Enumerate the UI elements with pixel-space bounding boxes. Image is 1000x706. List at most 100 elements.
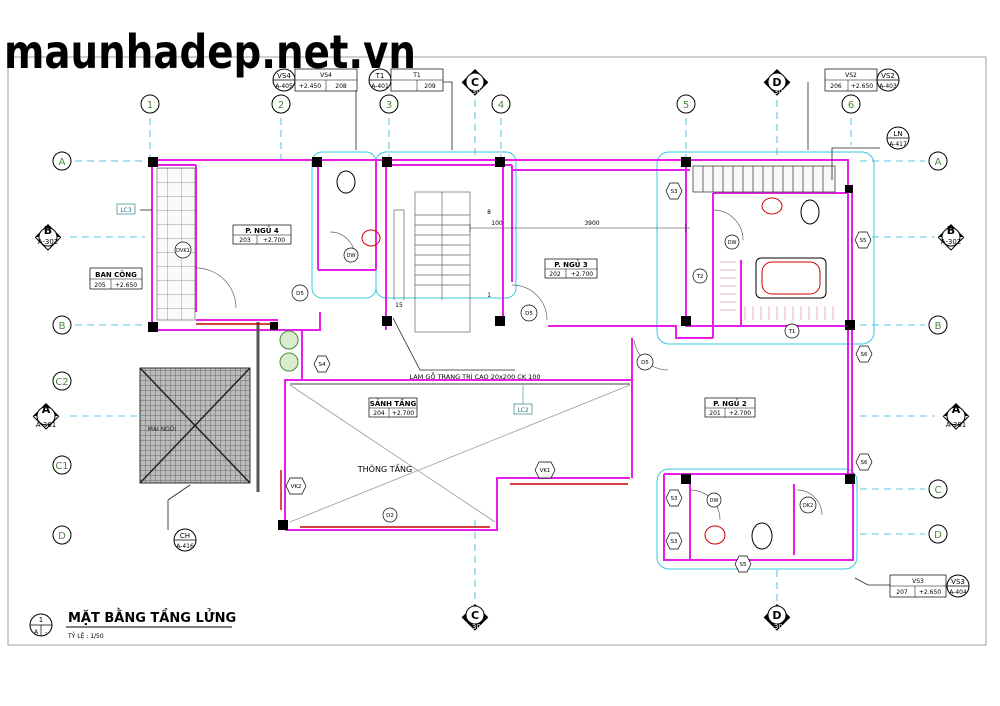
grid-row-a-right: A [928, 151, 948, 171]
room-tag-ngu3: P. NGỦ 3 202 +2.700 [544, 258, 598, 279]
tag-s5-b: S5 [740, 562, 747, 568]
tag-s6-a: S6 [861, 352, 868, 358]
detail-tag-ln: LN A-417 [886, 126, 910, 150]
grid-row-c1-label: C1 [55, 461, 68, 472]
room-ngu2-level: +2.700 [729, 410, 751, 417]
grid-row-b-right-label: B [935, 321, 942, 332]
room-sanh-name: SẢNH TẦNG [370, 398, 417, 408]
t1-name: T1 [375, 72, 385, 80]
vs3-code: 207 [896, 589, 908, 596]
t1-code: 209 [424, 83, 436, 90]
room-bancong-level: +2.650 [115, 282, 137, 289]
window-tag-s3-b: S3 [665, 489, 683, 507]
grid-row-c1-left: C1 [52, 455, 72, 475]
drawing-scale: TỶ LỆ : 1/50 [67, 632, 104, 640]
section-marker-b-left: B A-302 [34, 224, 62, 251]
room-bancong-name: BAN CÔNG [95, 270, 137, 279]
section-d-bottom-ref: A-304 [767, 623, 788, 631]
detail-tag-t1: T1 A-401 T1 209 [368, 68, 444, 92]
section-a-left-ref: A-301 [36, 421, 57, 429]
tag-d2: D2 [382, 507, 398, 523]
grid-row-b-right: B [928, 315, 948, 335]
tag-t2-label: T2 [696, 274, 704, 280]
section-d-bottom-letter: D [772, 609, 781, 622]
detail-tag-ch: CH A-416 [173, 528, 197, 552]
window-tag-s5-b: S5 [734, 555, 752, 573]
vs4-code: 208 [335, 83, 347, 90]
ln-ref: A-417 [889, 141, 907, 148]
grid-row-b-label: B [59, 321, 66, 332]
tag-vk2: VK2 [285, 477, 307, 495]
grid-row-a-right-label: A [935, 157, 942, 168]
ln-name: LN [893, 130, 902, 138]
detail-tag-vs2: VS2 206 +2.650 VS2 A-403 [824, 68, 900, 92]
vs4-name: VS4 [277, 72, 291, 80]
vs3-ref: A-404 [949, 589, 967, 596]
window-frames [196, 323, 628, 528]
section-c-bottom-ref: A-303 [465, 623, 486, 631]
detail-tag-vs4: VS4 A-405 VS4 +2.450 208 [272, 68, 358, 92]
stair-step-1: 1 [487, 292, 491, 299]
room-ngu4-code: 203 [239, 237, 251, 244]
tag-dw-2-label: DW [728, 240, 737, 246]
room-ngu3-code: 202 [549, 271, 561, 278]
tag-t1-room: T1 [784, 323, 800, 339]
tile-roof [139, 367, 251, 484]
staircase [393, 191, 471, 333]
vs2-level: +2.650 [851, 83, 873, 90]
room-tag-sanh-tang: SẢNH TẦNG 204 +2.700 [368, 397, 418, 418]
detail-tag-vs3: VS3 207 +2.650 VS3 A-404 [889, 574, 970, 598]
ch-ref: A-416 [176, 543, 194, 550]
void-diagonals [289, 384, 631, 523]
t1-ref: A-401 [371, 83, 389, 90]
grid-row-d-label: D [58, 531, 66, 542]
dimension-line [469, 224, 690, 232]
walls [151, 159, 854, 561]
section-a-left-letter: A [42, 403, 51, 416]
tag-dvk1: DVK1 [176, 248, 190, 254]
section-b-left-ref: A-302 [38, 238, 59, 246]
tag-s3-a: S3 [671, 189, 678, 195]
grid-row-b-left: B [52, 315, 72, 335]
sanitary-fixtures [336, 170, 827, 550]
section-marker-a-right: A A-301 [942, 403, 970, 430]
lc3-label: LC3 [120, 207, 132, 214]
tag-vk1-label: VK1 [540, 468, 551, 474]
room-tag-ngu4: P. NGỦ 4 203 +2.700 [232, 224, 292, 245]
section-a-right-letter: A [952, 403, 961, 416]
title-sheet-ref: A [34, 629, 39, 636]
stair-step-15: 15 [395, 302, 403, 309]
tag-d5-a: D5 [296, 291, 304, 297]
room-tag-ban-cong: BAN CÔNG 205 +2.650 [89, 267, 143, 290]
tag-vk1: VK1 [534, 461, 556, 479]
section-b-right-ref: A-302 [941, 238, 962, 246]
section-marker-d-top: D A-304 [763, 69, 791, 96]
window-tag-s6-b: S6 [855, 453, 873, 471]
tag-s4: S4 [319, 362, 326, 368]
tag-t2: T2 [692, 268, 708, 284]
grid-row-a-left: A [52, 151, 72, 171]
grid-row-c-right: C [928, 479, 948, 499]
site-watermark: maunhadep.net.vn [4, 25, 416, 79]
balcony-tiles [156, 167, 196, 321]
roof-label: MÁI NGÓI [148, 426, 177, 433]
section-c-bottom-letter: C [471, 609, 479, 622]
grid-col-1-label: 1 [147, 100, 153, 111]
room-tag-ngu2: P. NGỦ 2 201 +2.700 [704, 397, 756, 418]
vs2-code: 206 [830, 83, 842, 90]
tag-s3-b: S3 [671, 496, 678, 502]
window-tag-s4: S4 [313, 355, 331, 373]
shelving [720, 261, 834, 320]
lc2-label: LC2 [517, 407, 529, 414]
dim-100: 100 [491, 220, 503, 227]
room-ngu2-name: P. NGỦ 2 [713, 398, 747, 408]
vs4-header: VS4 [320, 72, 332, 79]
section-d-top-ref: A-304 [767, 88, 788, 96]
grid-col-6-label: 6 [848, 100, 854, 111]
tag-s6-b: S6 [861, 460, 868, 466]
planter-bench [692, 165, 836, 193]
tag-dw-3: DW [706, 492, 722, 508]
section-b-right-letter: B [947, 224, 955, 237]
grid-col-3-label: 3 [386, 100, 392, 111]
